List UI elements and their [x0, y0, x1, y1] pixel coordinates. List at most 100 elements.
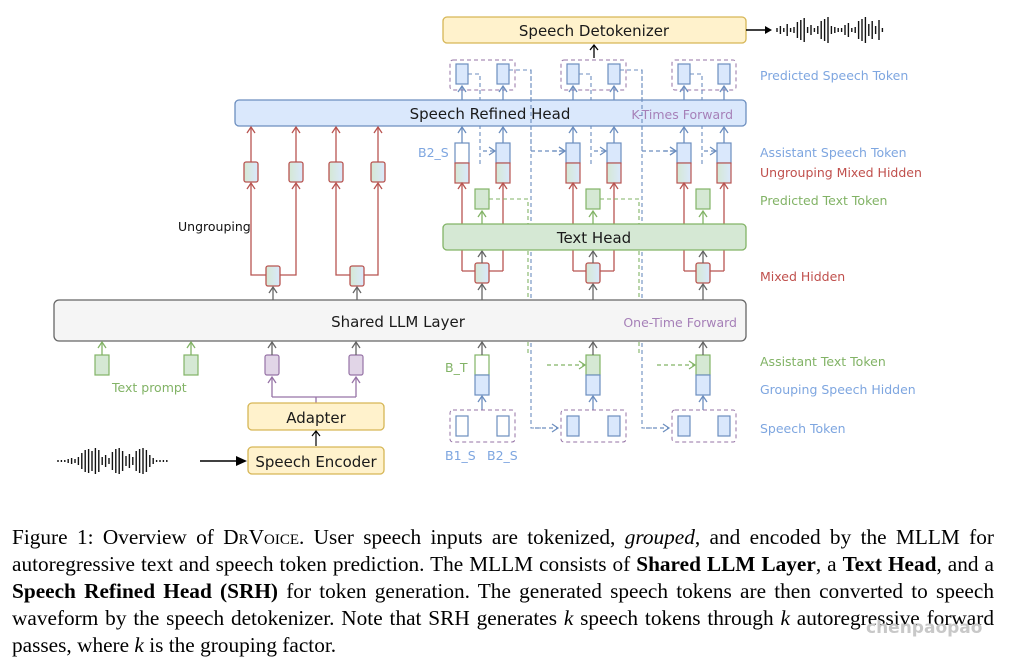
arrowhead-icon: [588, 282, 598, 291]
caption-text: speech tokens through: [573, 606, 781, 630]
arrowhead-icon: [351, 375, 361, 384]
b1-s-label: B1_S: [445, 448, 476, 463]
assistant-speech-token: [716, 142, 732, 164]
text-prompt-token: [183, 354, 199, 376]
arrowhead-icon: [352, 285, 362, 294]
text-head-label: Text Head: [556, 229, 631, 247]
assistant-text-token: [695, 354, 711, 376]
adapter-output-token: [348, 354, 364, 376]
caption-text: , and a: [936, 552, 995, 576]
speech-token: [677, 415, 691, 437]
caption-emphasis: grouped: [624, 525, 695, 549]
assistant-speech-token: [495, 142, 511, 164]
speech-token: [455, 415, 469, 437]
assistant-text-token: [474, 354, 490, 376]
arrowhead-icon: [291, 181, 301, 190]
arrowhead-icon: [698, 340, 708, 349]
arrowhead-icon: [679, 181, 689, 190]
ungroup-connector: [335, 183, 379, 276]
token-group-outline: [671, 59, 737, 91]
arrowhead-icon: [97, 340, 107, 349]
speech-refined-head-block: Speech Refined Head K-Times Forward: [234, 99, 747, 127]
ungrouping-mixed-hidden: [606, 162, 622, 184]
predicted-speech-token: [496, 63, 510, 85]
mixed-hidden: [695, 262, 711, 284]
legend-grouping-speech-hidden: Grouping Speech Hidden: [760, 382, 916, 397]
output-waveform-icon: [776, 17, 884, 43]
grouping-speech-hidden: [585, 374, 601, 396]
grouping-speech-hidden: [695, 374, 711, 396]
feedback-dashed-line: [690, 73, 703, 165]
speech-token: [566, 415, 580, 437]
caption-math-k: k: [780, 606, 790, 630]
arrowhead-icon: [588, 249, 598, 258]
caption-text: , and encoded by the MLLM for autoregres…: [12, 525, 994, 576]
encoder-to-adapter-arrow: [311, 430, 321, 446]
legend: Predicted Speech Token Assistant Speech …: [760, 68, 922, 436]
shared-llm-layer-label: Shared LLM Layer: [331, 313, 466, 331]
mixed-hidden: [585, 262, 601, 284]
token-group-outline: [560, 59, 627, 91]
speech-token: [496, 415, 510, 437]
caption-bold-shared-llm-layer: Shared LLM Layer: [636, 552, 816, 576]
predicted-speech-token: [717, 63, 731, 85]
arrowhead-icon: [477, 394, 487, 403]
speech-detokenizer-label: Speech Detokenizer: [519, 22, 670, 40]
speech-detokenizer-block: Speech Detokenizer: [442, 16, 747, 44]
arrowhead-icon: [331, 125, 341, 134]
text-prompt-label: Text prompt: [111, 380, 187, 395]
arrowhead-icon: [669, 146, 678, 156]
arrowhead-icon: [457, 84, 467, 93]
assistant-speech-token: [676, 142, 692, 164]
speech-encoder-block: Speech Encoder: [247, 446, 385, 475]
arrowhead-icon: [688, 360, 697, 370]
predicted-text-token: [585, 188, 601, 210]
one-time-forward-label: One-Time Forward: [623, 315, 737, 330]
assistant-speech-token: [565, 142, 581, 164]
adapter-label: Adapter: [286, 409, 346, 427]
adapter-block: Adapter: [247, 402, 385, 431]
arrowhead-icon: [291, 125, 301, 134]
arrowhead-icon: [498, 181, 508, 190]
legend-predicted-speech-token: Predicted Speech Token: [760, 68, 908, 83]
caption-text: for token generation. The generated spee…: [12, 579, 994, 630]
figure-caption: Figure 1: Overview of DrVoice. User spee…: [12, 524, 994, 659]
ungrouped-hidden: [288, 161, 304, 183]
ungrouping-mixed-hidden: [454, 162, 470, 184]
arrowhead-icon: [246, 181, 256, 190]
caption-bold-srh: (SRH): [220, 579, 278, 603]
speech-token-group-outline: [560, 409, 627, 443]
arrowhead-icon: [588, 394, 598, 403]
ungrouped-hidden: [370, 161, 386, 183]
waveform-to-encoder-arrow: [200, 456, 247, 466]
arrowhead-icon: [267, 340, 277, 349]
predicted-speech-token: [455, 63, 469, 85]
ungrouped-hidden: [243, 161, 259, 183]
arrowhead-icon: [662, 423, 671, 433]
speech-token-groups: [449, 409, 737, 443]
speech-encoder-label: Speech Encoder: [255, 453, 377, 471]
grouping-speech-hidden: [474, 374, 490, 396]
arrowhead-icon: [719, 181, 729, 190]
arrowhead-icon: [457, 181, 467, 190]
predicted-text-token: [474, 188, 490, 210]
input-waveform-icon: [57, 448, 168, 474]
speech-token-group-outline: [449, 409, 516, 443]
arrowhead-icon: [267, 375, 277, 384]
ungroup-connector: [250, 183, 297, 276]
assistant-speech-token: [454, 142, 470, 164]
arrowhead-icon: [246, 125, 256, 134]
input-tokens: [94, 340, 364, 403]
arrowhead-icon: [698, 249, 708, 258]
speech-token: [607, 415, 621, 437]
token-group-outline: [449, 59, 516, 91]
arrowhead-icon: [477, 282, 487, 291]
b-t-label: B_T: [445, 360, 468, 375]
caption-text: , a: [815, 552, 843, 576]
legend-assistant-speech-token: Assistant Speech Token: [760, 145, 907, 160]
legend-ungrouping-mixed-hidden: Ungrouping Mixed Hidden: [760, 165, 922, 180]
caption-text: is the grouping factor.: [143, 633, 337, 657]
arrowhead-icon: [679, 84, 689, 93]
caption-text: [212, 579, 220, 603]
arrowhead-icon: [588, 340, 598, 349]
